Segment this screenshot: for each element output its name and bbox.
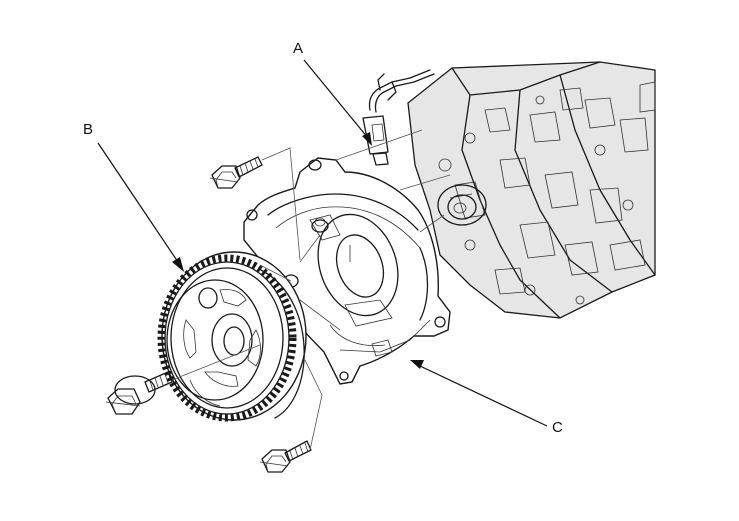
callout-label-c: C [552,419,563,436]
callout-leader-b [97,142,184,272]
callout-label-b: B [83,121,94,138]
callout-leader-a [303,59,372,146]
camshaft-sprocket-icon [157,251,307,422]
connector-icon [362,69,435,166]
callout-leader-c [410,360,548,427]
backplate-icon [243,157,451,385]
callout-label-a: A [293,40,304,57]
engine-head-icon [407,61,656,319]
bolt-icon [209,156,312,473]
alignment-guides [171,129,451,451]
flange-bolt-icon [105,371,173,415]
